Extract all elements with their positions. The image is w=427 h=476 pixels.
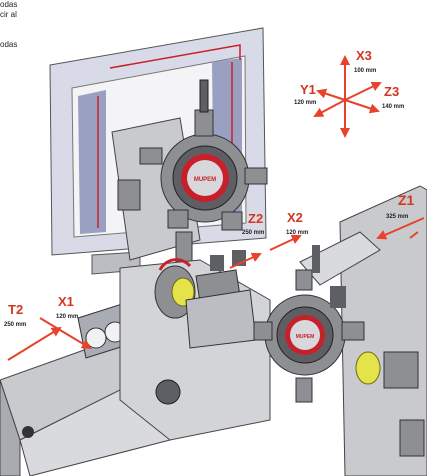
t2-travel: 250 mm xyxy=(4,322,26,328)
z1-arrow xyxy=(376,217,425,240)
z2-travel: 250 mm xyxy=(242,230,264,236)
x3-travel: 100 mm xyxy=(354,68,376,74)
brand-label-lower: MUPEM xyxy=(296,334,315,340)
x1-travel: 120 mm xyxy=(56,314,78,320)
text-fragment-3: odas xyxy=(0,40,18,49)
t2-label: T2 xyxy=(8,302,23,317)
z2-arrow xyxy=(229,252,262,269)
x1-arrow xyxy=(39,317,92,350)
upper-turret: MUPEM xyxy=(111,79,268,263)
brand-label-upper: MUPEM xyxy=(194,177,216,183)
x2-travel: 120 mm xyxy=(286,230,308,236)
z1-travel: 325 mm xyxy=(386,214,408,220)
t2-arrow xyxy=(7,326,62,361)
y1-arrow-right xyxy=(344,81,382,101)
z3-arrow-right xyxy=(344,99,380,114)
text-fragment-2: cir al xyxy=(0,10,17,19)
x1-label: X1 xyxy=(58,294,74,309)
z3-arrow-left xyxy=(313,99,346,117)
axis-arrows xyxy=(7,55,425,361)
z1-label: Z1 xyxy=(398,192,415,208)
z3-label: Z3 xyxy=(384,84,399,99)
y1-travel: 120 mm xyxy=(294,100,316,106)
y1-label: Y1 xyxy=(300,82,316,97)
x3-label: X3 xyxy=(356,48,372,63)
right-turret: MUPEM xyxy=(253,185,427,476)
x2-label: X2 xyxy=(287,210,303,225)
y1-arrow-left xyxy=(316,88,346,101)
text-fragment-1: odas xyxy=(0,0,18,9)
z3-travel: 140 mm xyxy=(382,104,404,110)
z2-label: Z2 xyxy=(248,211,263,226)
x2-arrow xyxy=(269,234,302,251)
axis-labels: X3 100 mm Y1 120 mm Z3 140 mm Z1 325 mm … xyxy=(4,48,415,328)
main-spindle xyxy=(119,250,271,441)
